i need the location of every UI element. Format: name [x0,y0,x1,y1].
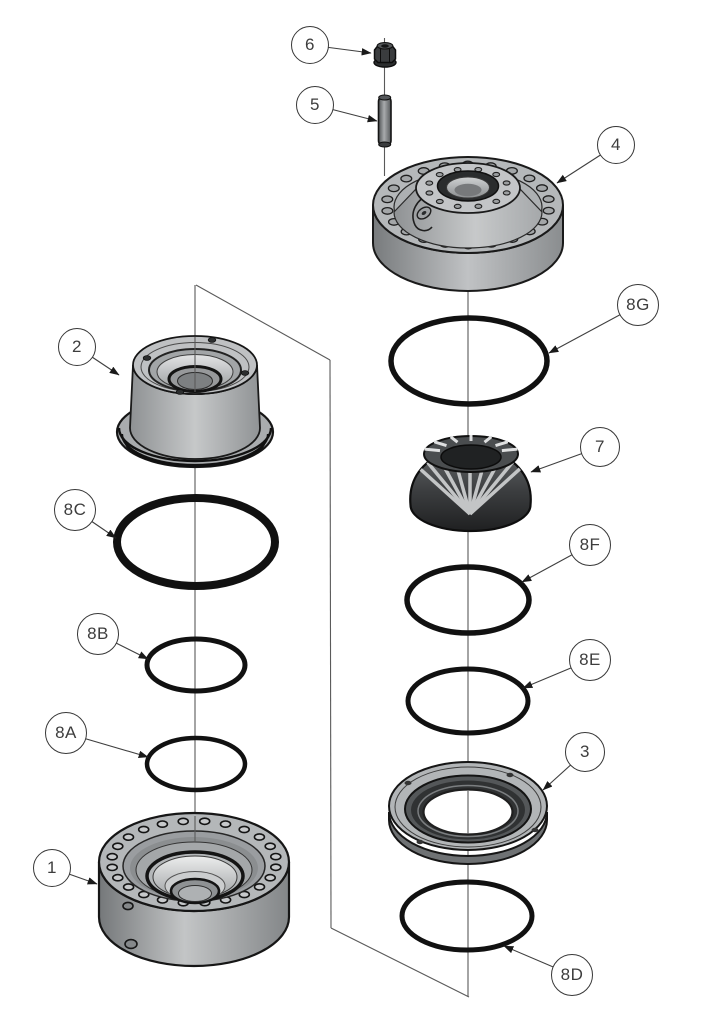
bolt-hole [122,833,135,841]
part-7-crown-notches [424,435,518,453]
bolt-hole [435,171,444,178]
bolt-hole [198,817,211,826]
callout-8G: 8G [617,284,659,326]
bolt-hole [112,873,124,882]
bolt-hole [264,873,277,882]
stud-body [377,95,392,147]
bolt-hole [381,206,394,215]
o-ring-8B [144,636,248,694]
bolt-hole [542,195,555,204]
o-ring-8G [388,315,550,407]
bolt-hole [106,863,118,872]
part-1-housing [97,811,291,968]
part-4-hook-detail [412,193,433,232]
o-ring-8C [113,494,279,590]
part-6-hex-nut [373,42,397,68]
bolt-hole [264,842,277,851]
bolt-hole [425,190,434,196]
part-1-side-port-2 [124,938,138,950]
bolt-hole [435,198,444,205]
stud-top [378,94,392,101]
part-4-hub-bolt-holes [425,166,511,210]
bolt-hole [502,190,511,196]
callout-3: 3 [565,732,605,772]
callout-8C: 8C [54,489,96,531]
o-rings [113,315,550,953]
bolt-hole [400,174,413,183]
part-2-face-holes [142,337,250,395]
o-ring-8D [399,879,535,953]
part-7-opening [440,444,502,470]
bolt-hole [253,883,266,891]
bolt-hole [253,833,266,841]
bolt-hole [156,820,169,828]
part-4-bore-shadow [454,183,482,197]
part-2-plug [115,335,275,469]
o-ring-8E [405,666,531,736]
callout-6: 6 [291,26,329,64]
o-ring-8F [404,564,532,636]
bolt-hole [425,180,434,186]
bolt-hole [492,198,501,205]
callout-8E: 8E [569,639,611,681]
callout-8F: 8F [569,524,611,566]
nut-thread-hole [381,44,389,48]
part-5-stud [377,94,392,148]
bolt-hole [474,203,483,209]
part-3-seal-ring [388,761,548,865]
part-2-groove-1 [117,427,273,463]
stud-bottom [378,141,392,148]
part-3-edge-ring [394,766,542,848]
callout-5: 5 [296,86,334,124]
part-3-under-rim [388,811,548,865]
bolt-hole [387,184,400,193]
bolt-hole [269,852,282,861]
part-3-highlight-ring [417,784,519,838]
plane-bottom-edge [330,927,470,998]
part-1-bore [178,885,212,902]
bolt-hole [122,883,135,891]
part-4-hook-eye-hole [421,210,427,216]
callout-8A: 8A [45,712,87,754]
bolt-hole [177,817,189,826]
bolt-hole [112,842,124,851]
bolt-hole [137,825,150,834]
part-2-groove-2 [120,433,270,467]
bolt-hole [535,184,549,193]
bolt-hole [502,180,511,186]
part-2-groove-3 [124,439,266,467]
callout-2: 2 [58,328,96,366]
bolt-hole [492,171,501,178]
bolt-hole [219,820,232,828]
bolt-hole [269,863,282,872]
part-1-side-port-1 [122,901,134,911]
bolt-hole [106,852,118,861]
bolt-hole [453,203,462,210]
callout-4: 4 [597,126,635,164]
bolt-hole [542,206,555,215]
plane-top-edge [195,284,331,361]
plane-vertical-edge [329,359,332,929]
bolt-hole [238,825,250,834]
o-ring-8A [144,735,248,793]
callout-7: 7 [580,427,620,467]
bolt-hole [523,174,536,183]
bolt-hole [381,195,394,204]
callout-8B: 8B [77,613,119,655]
part-7-stripper-dome [409,435,532,533]
part-4-top-flange [372,156,564,292]
callout-1: 1 [33,849,71,887]
callout-8D: 8D [551,954,593,996]
part-3-face-holes [404,772,539,845]
